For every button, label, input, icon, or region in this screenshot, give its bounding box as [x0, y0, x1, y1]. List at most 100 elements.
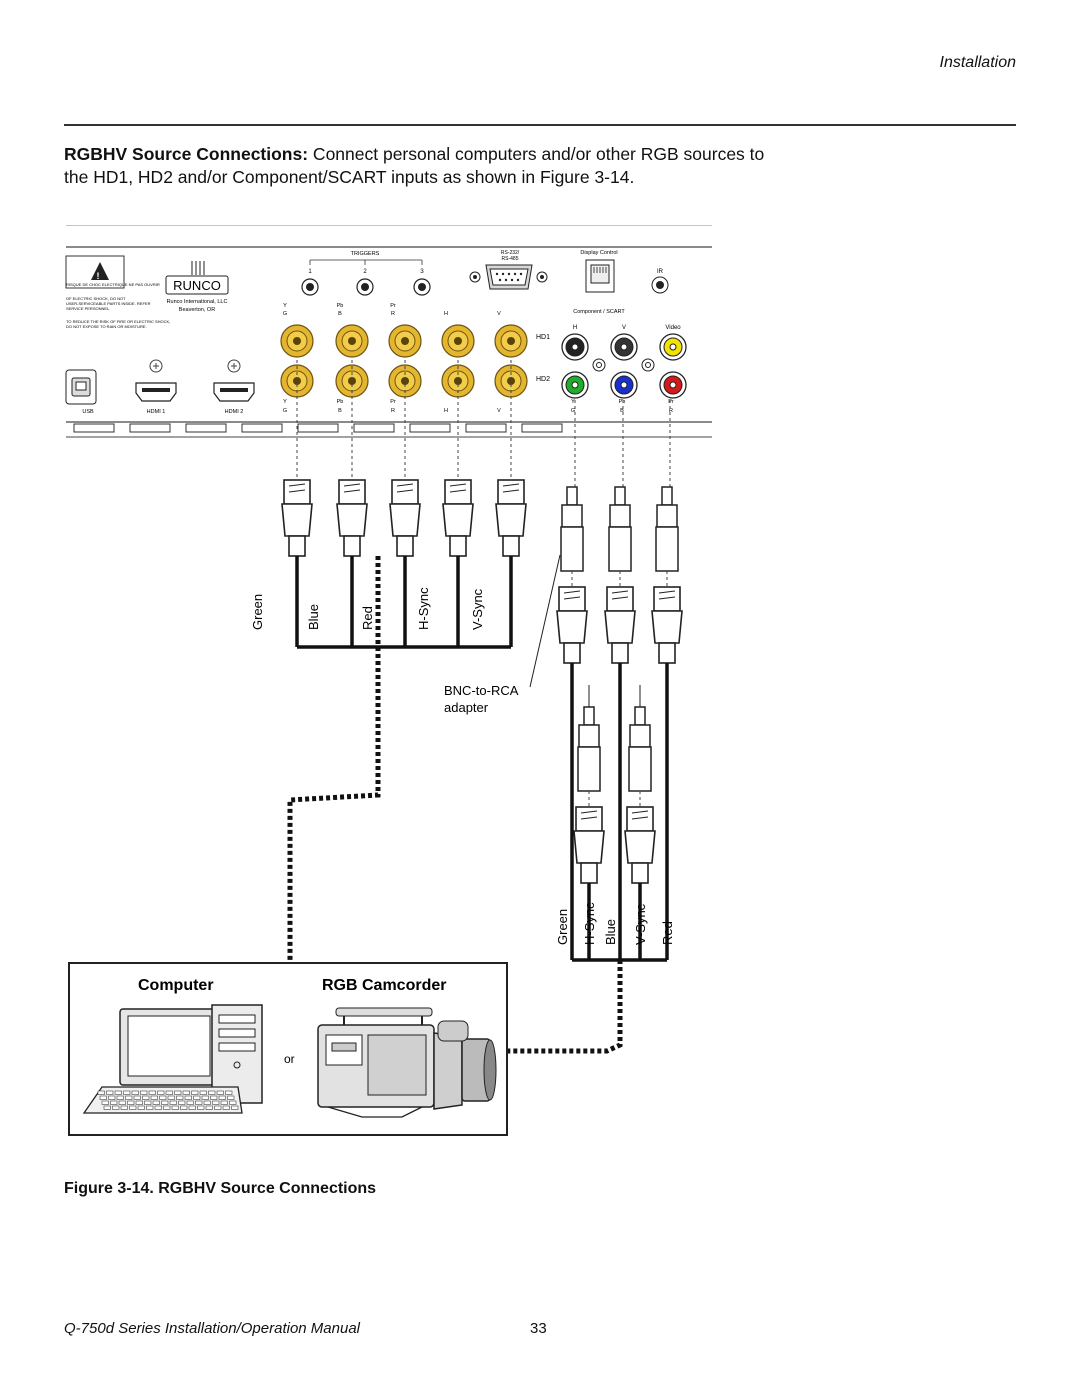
triggers-label: TRIGGERS	[351, 251, 380, 257]
keyboard-key	[133, 1095, 141, 1100]
keyboard-key	[216, 1090, 224, 1095]
keyboard-key	[195, 1100, 203, 1105]
bnc-bottom-label: Pb	[337, 399, 344, 405]
rca-cable-label: Blue	[603, 919, 618, 945]
section-header: Installation	[939, 54, 1017, 71]
keyboard-key	[199, 1090, 207, 1095]
keyboard-key	[203, 1100, 211, 1105]
rca-jack-top-pin	[669, 343, 677, 351]
adapter-label-line1: BNC-to-RCA	[444, 683, 519, 698]
keyboard-key	[118, 1100, 126, 1105]
bnc-top-label: Pb	[337, 303, 344, 309]
vent-slot	[241, 423, 283, 433]
vent-slot	[73, 423, 115, 433]
keyboard-key	[186, 1100, 194, 1105]
rca-cable-label: H-Sync	[582, 902, 597, 945]
rca-jack-bottom-pin	[669, 381, 677, 389]
rca-plug-body	[577, 746, 601, 792]
warning-icon	[91, 262, 109, 280]
bnc-plug-boot	[343, 535, 361, 557]
bnc-plug-detail	[658, 590, 676, 600]
rear-panel: ! RISQUE DE CHOC ELECTRIQUE NE PAS OUVRI…	[65, 224, 712, 438]
keyboard-key	[197, 1105, 205, 1110]
rs485-label: RS-485	[502, 256, 519, 262]
bnc-bottom-label-2: G	[283, 408, 287, 414]
bnc-plug-head	[338, 479, 366, 505]
header-rule	[64, 124, 1016, 126]
bnc-jack-pin	[507, 337, 515, 345]
vent-slot	[521, 423, 563, 433]
keyboard-key	[210, 1095, 218, 1100]
keyboard-key	[152, 1100, 160, 1105]
bnc-plug-head	[606, 586, 634, 612]
keyboard-key	[150, 1095, 158, 1100]
bnc-plug-head	[497, 479, 525, 505]
keyboard-key	[208, 1090, 216, 1095]
keyboard-key	[137, 1105, 145, 1110]
rca-jack-top-pin	[571, 343, 579, 351]
rca-plug-body	[628, 746, 652, 792]
keyboard-key	[106, 1090, 114, 1095]
bnc-top-label-2: H	[444, 311, 448, 317]
footer-manual-title: Q-750d Series Installation/Operation Man…	[64, 1320, 361, 1337]
component-rca-jacks	[561, 333, 687, 399]
computer-label: Computer	[138, 977, 214, 994]
bnc-cable-label: H-Sync	[416, 587, 431, 630]
screw-hole-inner	[596, 362, 602, 368]
bnc-cable-label: Red	[360, 606, 375, 630]
bnc-plug-boot	[563, 642, 581, 664]
trigger-number: 2	[363, 269, 367, 275]
company-name: Runco International, LLC	[167, 299, 228, 305]
bnc-plug-detail	[563, 590, 581, 600]
keyboard-key	[114, 1090, 122, 1095]
bnc-plug-detail	[343, 483, 361, 493]
keyboard-key	[169, 1100, 177, 1105]
keyboard-key	[212, 1100, 220, 1105]
keyboard-key	[123, 1090, 131, 1095]
runco-logo: RUNCO	[165, 261, 229, 295]
keyboard-key	[108, 1095, 116, 1100]
keyboard-key	[220, 1100, 228, 1105]
component-scart-label: Component / SCART	[573, 309, 625, 315]
bnc-plug-body	[281, 503, 313, 537]
keyboard-key	[110, 1100, 118, 1105]
bnc-top-label: Y	[283, 303, 287, 309]
bnc-plug-boot	[288, 535, 306, 557]
camcorder-icon	[317, 1007, 497, 1118]
component-top-label: Video	[665, 325, 681, 331]
sources-box: Computer RGB Camcorder or	[68, 962, 508, 1136]
keyboard-key	[129, 1105, 137, 1110]
warn-text-4: SERVICE PERSONNEL.	[66, 306, 110, 311]
keyboard-key	[103, 1105, 111, 1110]
bnc-plug-boot	[502, 535, 520, 557]
trigger-jack-core	[418, 283, 426, 291]
rgbhv-connection-figure: ! RISQUE DE CHOC ELECTRIQUE NE PAS OUVRI…	[62, 224, 722, 1140]
rca-plug-body	[655, 526, 679, 572]
computer-icon	[82, 1004, 263, 1114]
component-bottom-label: Pr	[668, 399, 674, 405]
cable-layer	[281, 360, 683, 1054]
hd2-label: HD2	[536, 376, 550, 383]
warn-text-3: USER-SERVICEABLE PARTS INSIDE. REFER	[66, 301, 151, 306]
keyboard-key	[112, 1105, 120, 1110]
keyboard-key	[97, 1090, 105, 1095]
rca-cable-label: V-Sync	[633, 903, 648, 945]
rca-plug-tip	[661, 486, 673, 506]
keyboard-key	[142, 1095, 150, 1100]
bnc-plug-boot	[396, 535, 414, 557]
keyboard-key	[188, 1105, 196, 1110]
bnc-plug-boot	[580, 862, 598, 884]
bnc-top-label-2: G	[283, 311, 287, 317]
rs232-port	[469, 264, 548, 290]
warn-text-5: TO REDUCE THE RISK OF FIRE OR ELECTRIC S…	[66, 319, 170, 324]
display-control-port	[585, 259, 615, 293]
ir-jack	[651, 276, 669, 294]
keyboard-key	[148, 1090, 156, 1095]
keyboard-key	[135, 1100, 143, 1105]
camcorder-label: RGB Camcorder	[322, 977, 446, 994]
keyboard-key	[116, 1095, 124, 1100]
keyboard-key	[167, 1095, 175, 1100]
